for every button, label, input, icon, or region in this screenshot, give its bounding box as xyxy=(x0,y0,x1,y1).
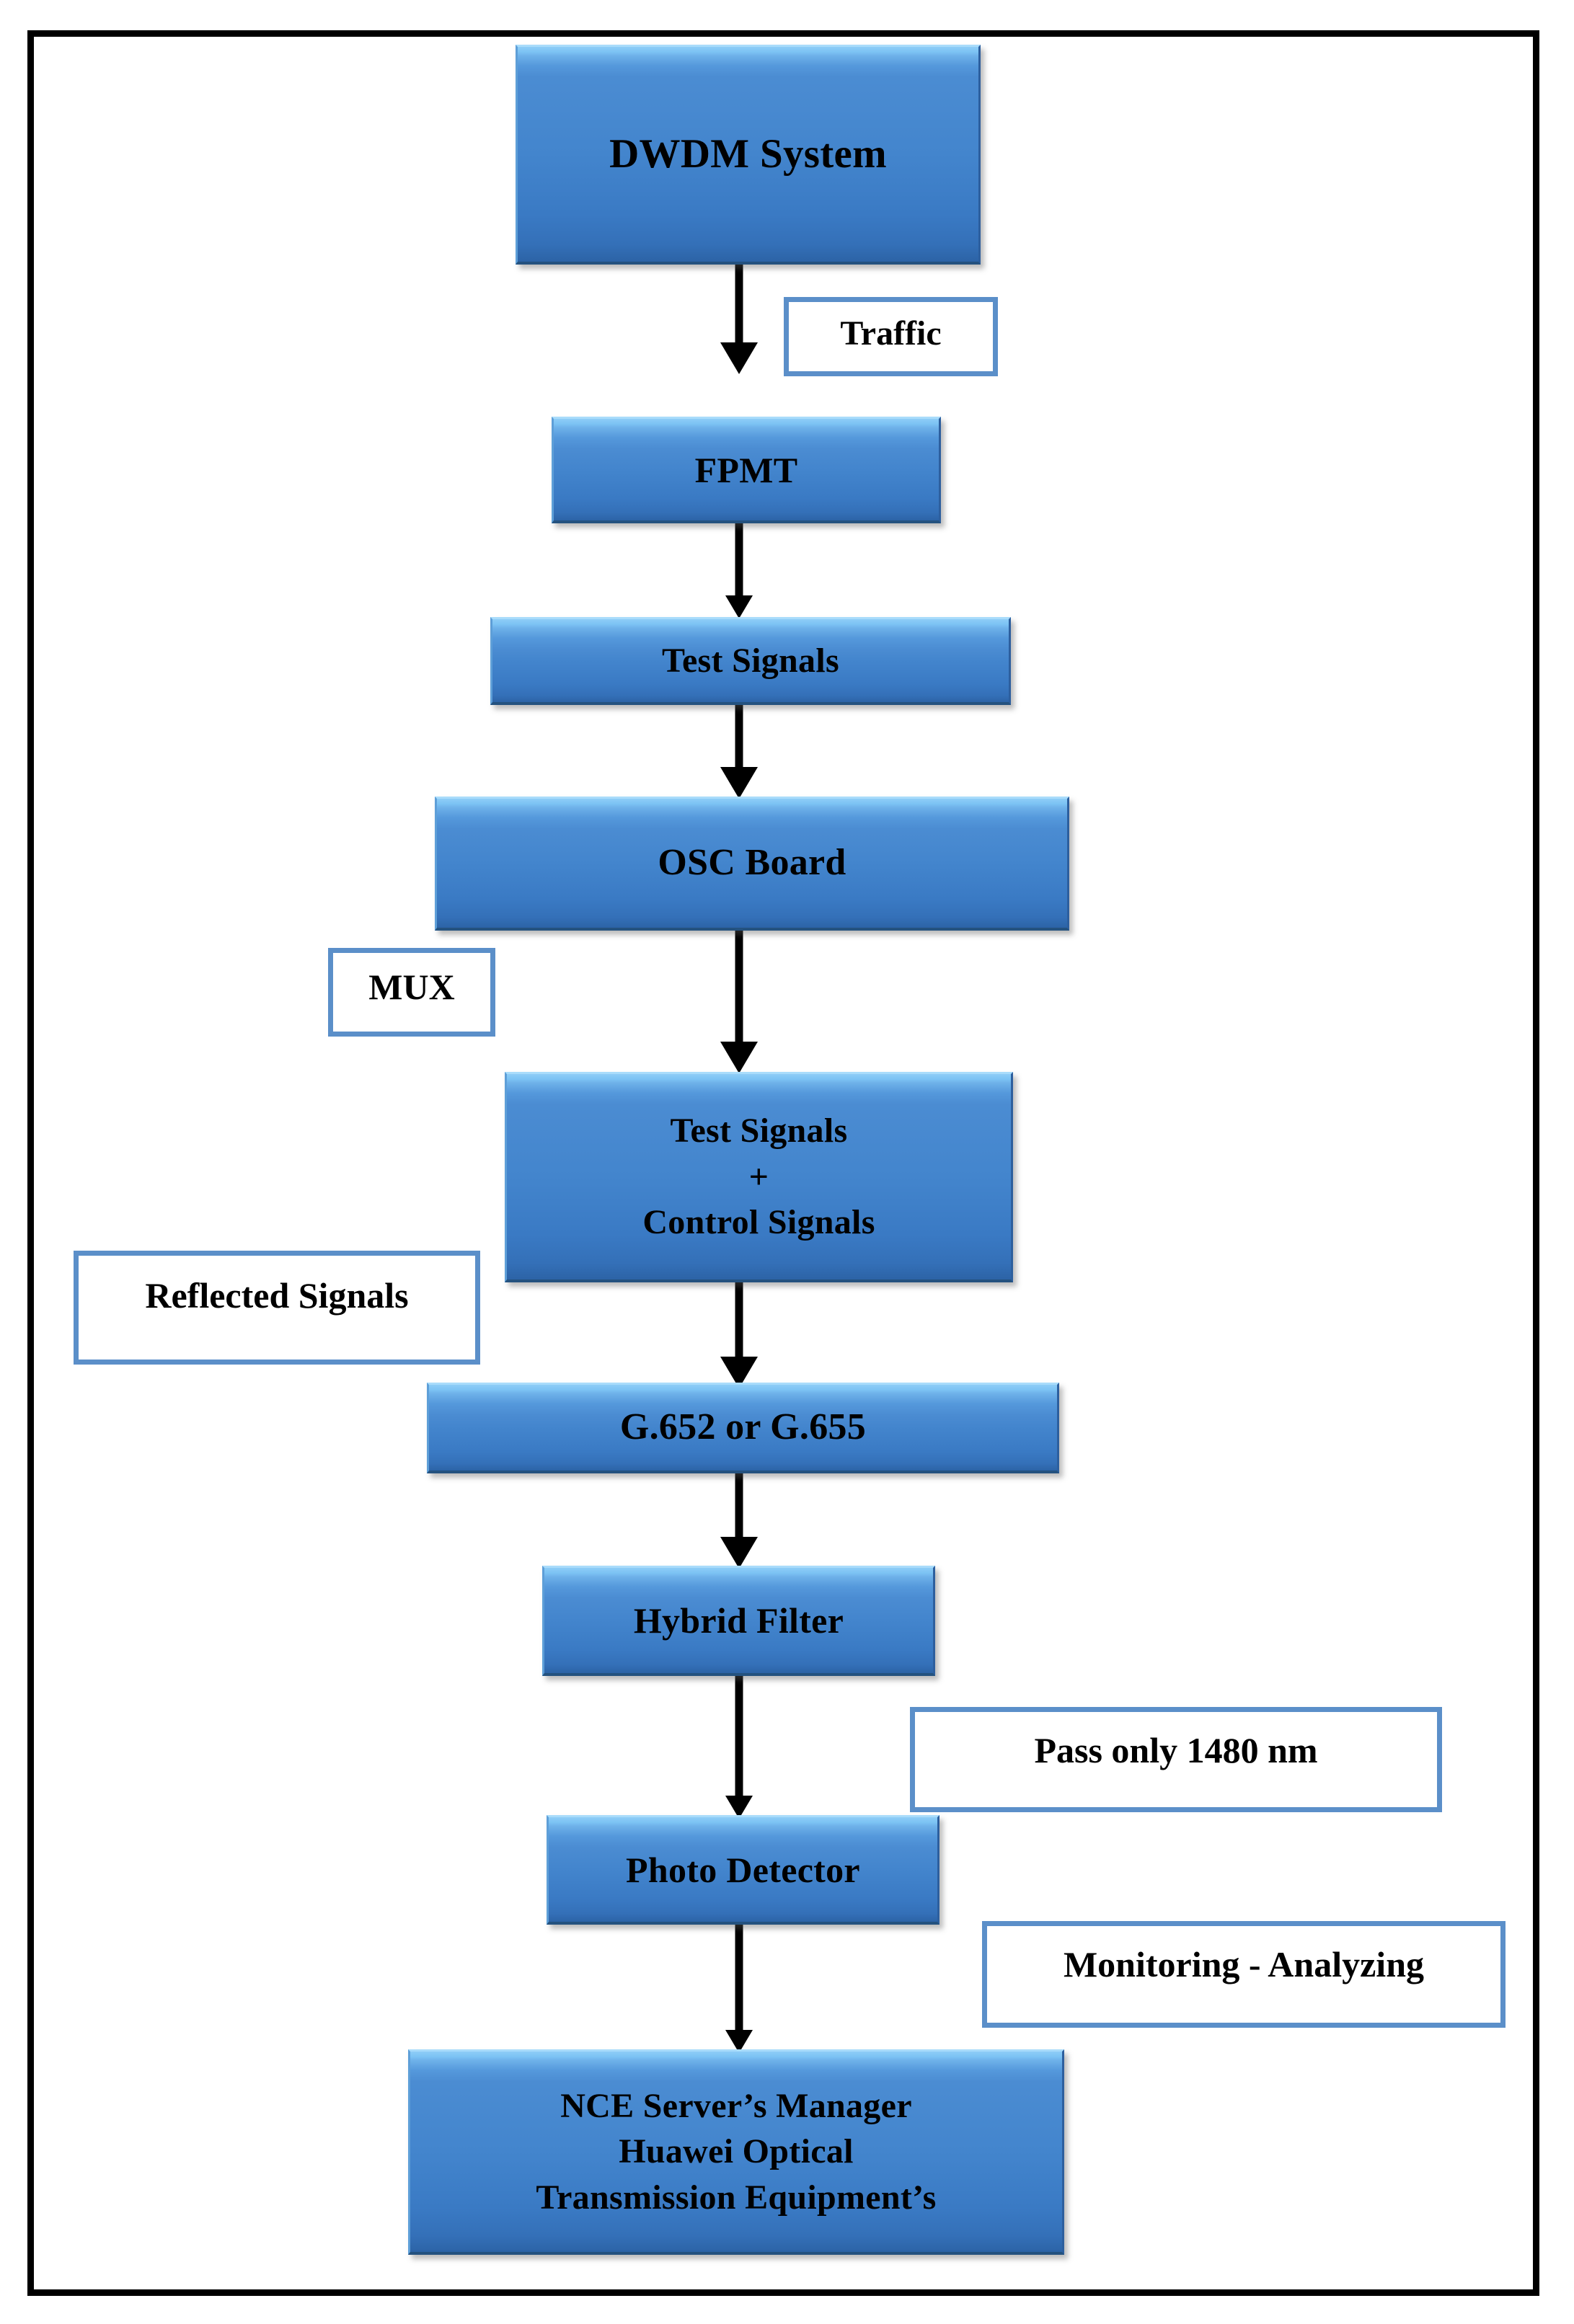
arrow-test-signals-to-osc-board xyxy=(714,705,764,799)
node-osc-board[interactable]: OSC Board xyxy=(435,797,1069,931)
node-osc-board-label: OSC Board xyxy=(658,842,846,884)
annotation-traffic-label: Traffic xyxy=(840,314,942,352)
annotation-monitoring[interactable]: Monitoring - Analyzing xyxy=(982,1921,1506,2028)
arrow-head xyxy=(720,1537,758,1569)
annotation-reflected-signals[interactable]: Reflected Signals xyxy=(74,1251,480,1365)
arrow-fpmt-to-test-signals xyxy=(717,523,761,618)
node-test-signals[interactable]: Test Signals xyxy=(490,617,1011,705)
node-test-plus-control-line2: + xyxy=(748,1157,769,1196)
node-hybrid-filter-label: Hybrid Filter xyxy=(633,1600,844,1641)
arrow-stem xyxy=(735,1473,743,1540)
node-nce-server-line3: Transmission Equipment’s xyxy=(536,2178,937,2217)
node-nce-server-line1: NCE Server’s Manager xyxy=(560,2086,912,2125)
node-test-plus-control-text: Test Signals + Control Signals xyxy=(507,1108,1011,1245)
annotation-monitoring-label: Monitoring - Analyzing xyxy=(1063,1944,1425,1984)
node-hybrid-filter[interactable]: Hybrid Filter xyxy=(542,1566,935,1676)
node-test-plus-control-line3: Control Signals xyxy=(642,1203,875,1242)
outer-frame-border xyxy=(27,30,1539,2296)
arrow-head xyxy=(720,767,758,799)
arrow-stem xyxy=(735,1282,743,1360)
arrow-osc-board-to-test-plus-control xyxy=(714,931,764,1073)
node-photo-detector-label: Photo Detector xyxy=(626,1849,860,1890)
node-test-plus-control-line1: Test Signals xyxy=(670,1112,848,1150)
node-nce-server[interactable]: NCE Server’s Manager Huawei Optical Tran… xyxy=(408,2049,1064,2255)
arrow-stem xyxy=(735,523,743,595)
arrow-dwdm-to-fpmt xyxy=(714,265,764,374)
node-fpmt-label: FPMT xyxy=(694,449,798,490)
arrow-head xyxy=(725,2030,753,2053)
arrow-stem xyxy=(735,1925,743,2030)
node-photo-detector[interactable]: Photo Detector xyxy=(547,1815,939,1925)
annotation-pass-only-1480[interactable]: Pass only 1480 nm xyxy=(910,1707,1442,1812)
node-nce-server-text: NCE Server’s Manager Huawei Optical Tran… xyxy=(410,2083,1062,2220)
arrow-stem xyxy=(735,931,743,1044)
node-fpmt[interactable]: FPMT xyxy=(552,417,941,523)
node-dwdm-system[interactable]: DWDM System xyxy=(516,45,981,265)
arrow-hybrid-filter-to-photo-detector xyxy=(717,1676,761,1819)
arrow-photo-detector-to-nce-server xyxy=(717,1925,761,2053)
node-test-plus-control[interactable]: Test Signals + Control Signals xyxy=(505,1072,1013,1282)
arrow-head xyxy=(725,1796,753,1819)
arrow-head xyxy=(720,342,758,374)
arrow-test-plus-control-to-fiber-type xyxy=(714,1282,764,1388)
annotation-reflected-signals-label: Reflected Signals xyxy=(145,1275,409,1316)
arrow-head xyxy=(720,1042,758,1073)
node-fiber-type-label: G.652 or G.655 xyxy=(619,1406,867,1448)
annotation-mux[interactable]: MUX xyxy=(328,948,495,1037)
node-test-signals-label: Test Signals xyxy=(662,641,839,680)
arrow-stem xyxy=(735,265,743,344)
arrow-fiber-type-to-hybrid-filter xyxy=(714,1473,764,1569)
annotation-mux-label: MUX xyxy=(368,967,455,1007)
arrow-stem xyxy=(735,1676,743,1796)
arrow-stem xyxy=(735,705,743,770)
node-nce-server-line2: Huawei Optical xyxy=(619,2132,854,2171)
annotation-pass-only-1480-label: Pass only 1480 nm xyxy=(1034,1730,1318,1770)
node-fiber-type[interactable]: G.652 or G.655 xyxy=(427,1383,1059,1473)
annotation-traffic[interactable]: Traffic xyxy=(784,297,998,376)
node-dwdm-system-label: DWDM System xyxy=(609,131,887,177)
arrow-head xyxy=(725,595,753,618)
